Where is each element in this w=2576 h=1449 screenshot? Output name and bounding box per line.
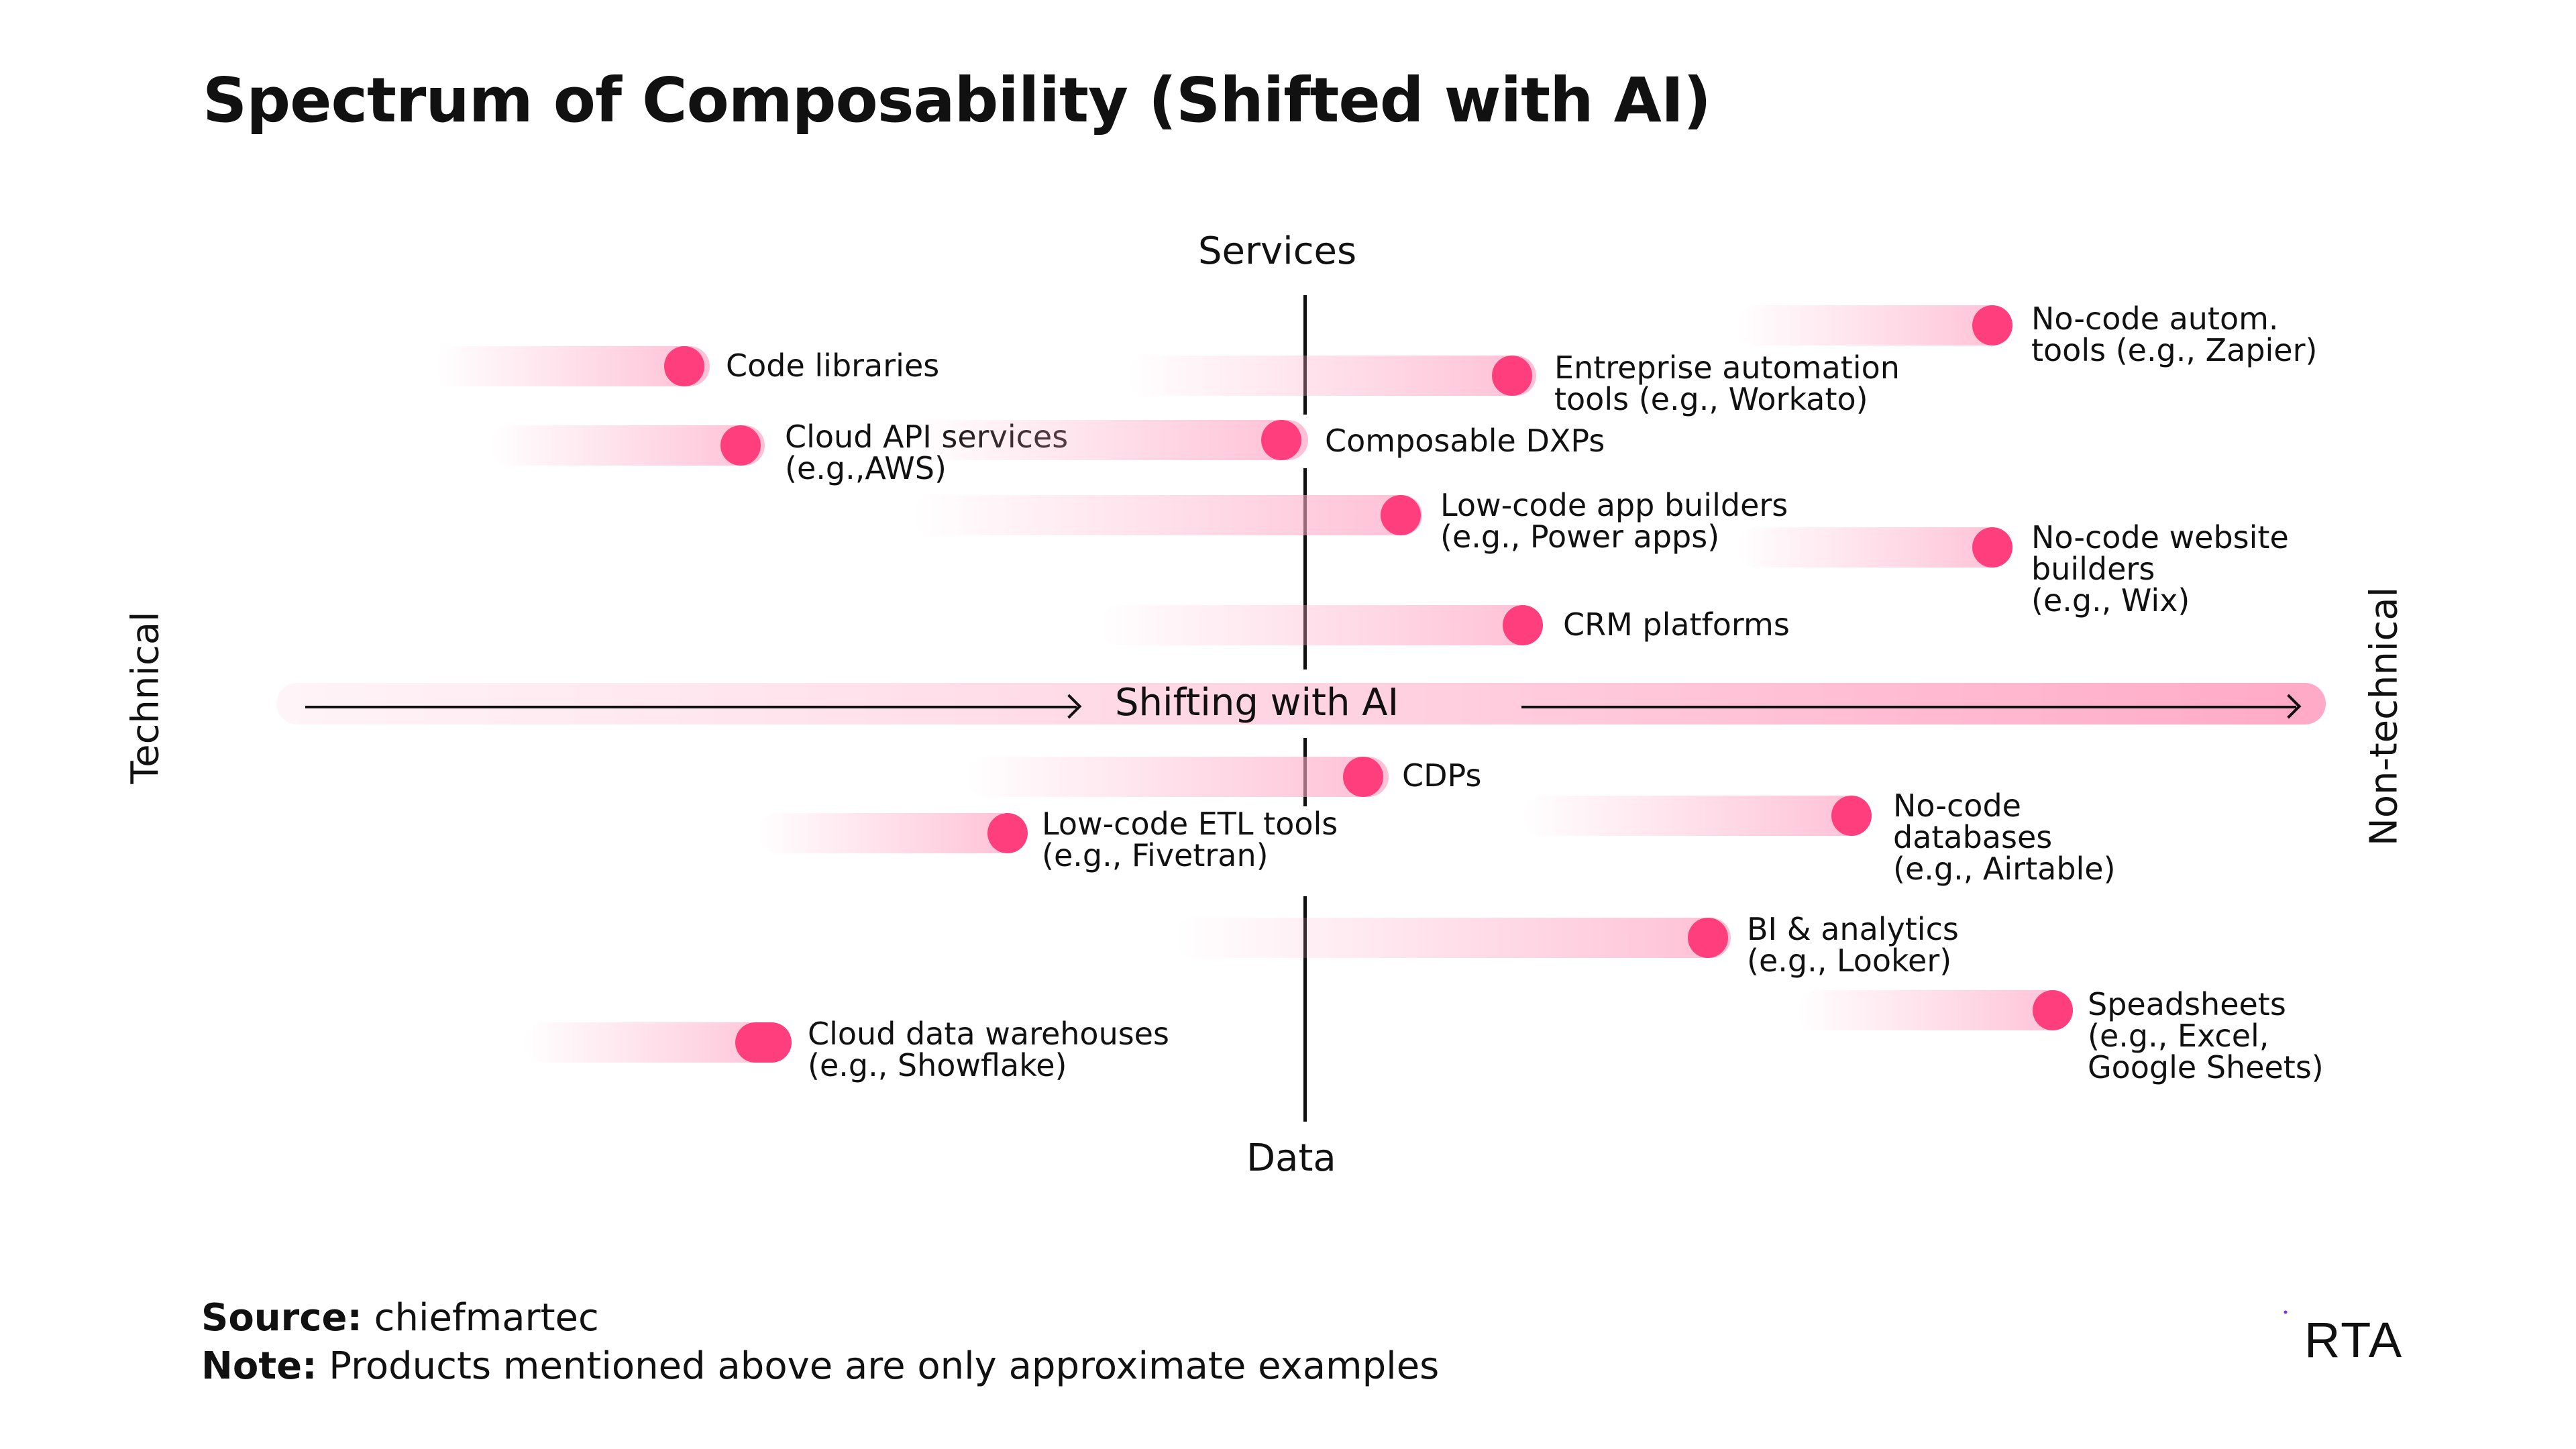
- trail-enterprise-automation: [1127, 356, 1536, 396]
- item-label-cdps: CDPs: [1402, 757, 1482, 794]
- source-label: Source:: [201, 1296, 362, 1340]
- marker-enterprise-automation: [1492, 356, 1532, 396]
- marker-low-code-etl: [987, 813, 1028, 853]
- axis-label-non-technical: Non-technical: [2362, 586, 2406, 847]
- trail-bi-analytics: [1174, 918, 1731, 958]
- ai-shift-arrow-right: [1521, 706, 2296, 708]
- trail-crm: [1100, 605, 1543, 645]
- marker-code-libraries: [664, 346, 704, 386]
- marker-cdps: [1343, 757, 1383, 797]
- trail-spreadsheets: [1798, 990, 2073, 1030]
- axis-label-data: Data: [1246, 1136, 1336, 1180]
- item-label-spreadsheets: Speadsheets (e.g., Excel, Google Sheets): [2088, 986, 2324, 1085]
- marker-cloud-dw: [735, 1022, 792, 1063]
- trail-low-code-etl: [758, 813, 1020, 853]
- item-label-crm: CRM platforms: [1563, 606, 1790, 643]
- item-label-no-code-website: No-code website builders (e.g., Wix): [2031, 519, 2289, 619]
- marker-no-code-autom: [1972, 305, 2012, 345]
- vertical-axis-top: [1303, 295, 1307, 415]
- marker-no-code-db: [1831, 796, 1872, 836]
- trail-no-code-website: [1737, 527, 2012, 568]
- marker-low-code-app: [1381, 495, 1421, 535]
- rta-logo-icon: [2224, 1309, 2288, 1375]
- axis-label-technical: Technical: [123, 611, 168, 784]
- item-label-enterprise-automation: Entreprise automation tools (e.g., Worka…: [1554, 350, 1900, 417]
- marker-bi-analytics: [1688, 918, 1728, 958]
- page-title: Spectrum of Composability (Shifted with …: [203, 64, 1711, 136]
- note-value: Products mentioned above are only approx…: [329, 1344, 1440, 1388]
- ai-shift-arrow-left: [305, 706, 1077, 708]
- vertical-axis-upper: [1303, 468, 1307, 669]
- item-label-cloud-dw: Cloud data warehouses (e.g., Showflake): [808, 1016, 1169, 1083]
- item-label-no-code-db: No-code databases (e.g., Airtable): [1893, 788, 2116, 887]
- item-label-code-libraries: Code libraries: [726, 347, 940, 384]
- ai-shift-label: Shifting with AI: [1115, 681, 1399, 724]
- marker-crm: [1503, 605, 1543, 645]
- source-value: chiefmartec: [374, 1296, 599, 1340]
- item-label-bi-analytics: BI & analytics (e.g., Looker): [1747, 911, 1959, 979]
- logo-text: RTA: [2304, 1312, 2404, 1368]
- trail-cloud-api: [490, 425, 765, 466]
- item-label-no-code-autom: No-code autom. tools (e.g., Zapier): [2031, 301, 2318, 368]
- trail-low-code-app: [912, 495, 1422, 535]
- trail-composable-dxps: [912, 420, 1308, 460]
- axis-label-services: Services: [1198, 229, 1357, 273]
- trail-cdps: [966, 757, 1389, 797]
- source-line: Source: chiefmartec: [201, 1296, 599, 1340]
- marker-cloud-api: [720, 425, 761, 466]
- note-label: Note:: [201, 1344, 317, 1388]
- trail-no-code-db: [1523, 796, 1865, 836]
- item-label-composable-dxps: Composable DXPs: [1325, 423, 1605, 459]
- vertical-axis-bottom: [1303, 896, 1307, 1122]
- marker-no-code-website: [1972, 527, 2012, 568]
- note-line: Note: Products mentioned above are only …: [201, 1344, 1439, 1388]
- trail-no-code-autom: [1737, 305, 2012, 345]
- item-label-low-code-etl: Low-code ETL tools (e.g., Fivetran): [1042, 806, 1338, 873]
- marker-composable-dxps: [1261, 420, 1301, 460]
- item-label-low-code-app: Low-code app builders (e.g., Power apps): [1440, 487, 1788, 555]
- marker-spreadsheets: [2033, 990, 2073, 1030]
- ai-shift-band: [276, 683, 2326, 724]
